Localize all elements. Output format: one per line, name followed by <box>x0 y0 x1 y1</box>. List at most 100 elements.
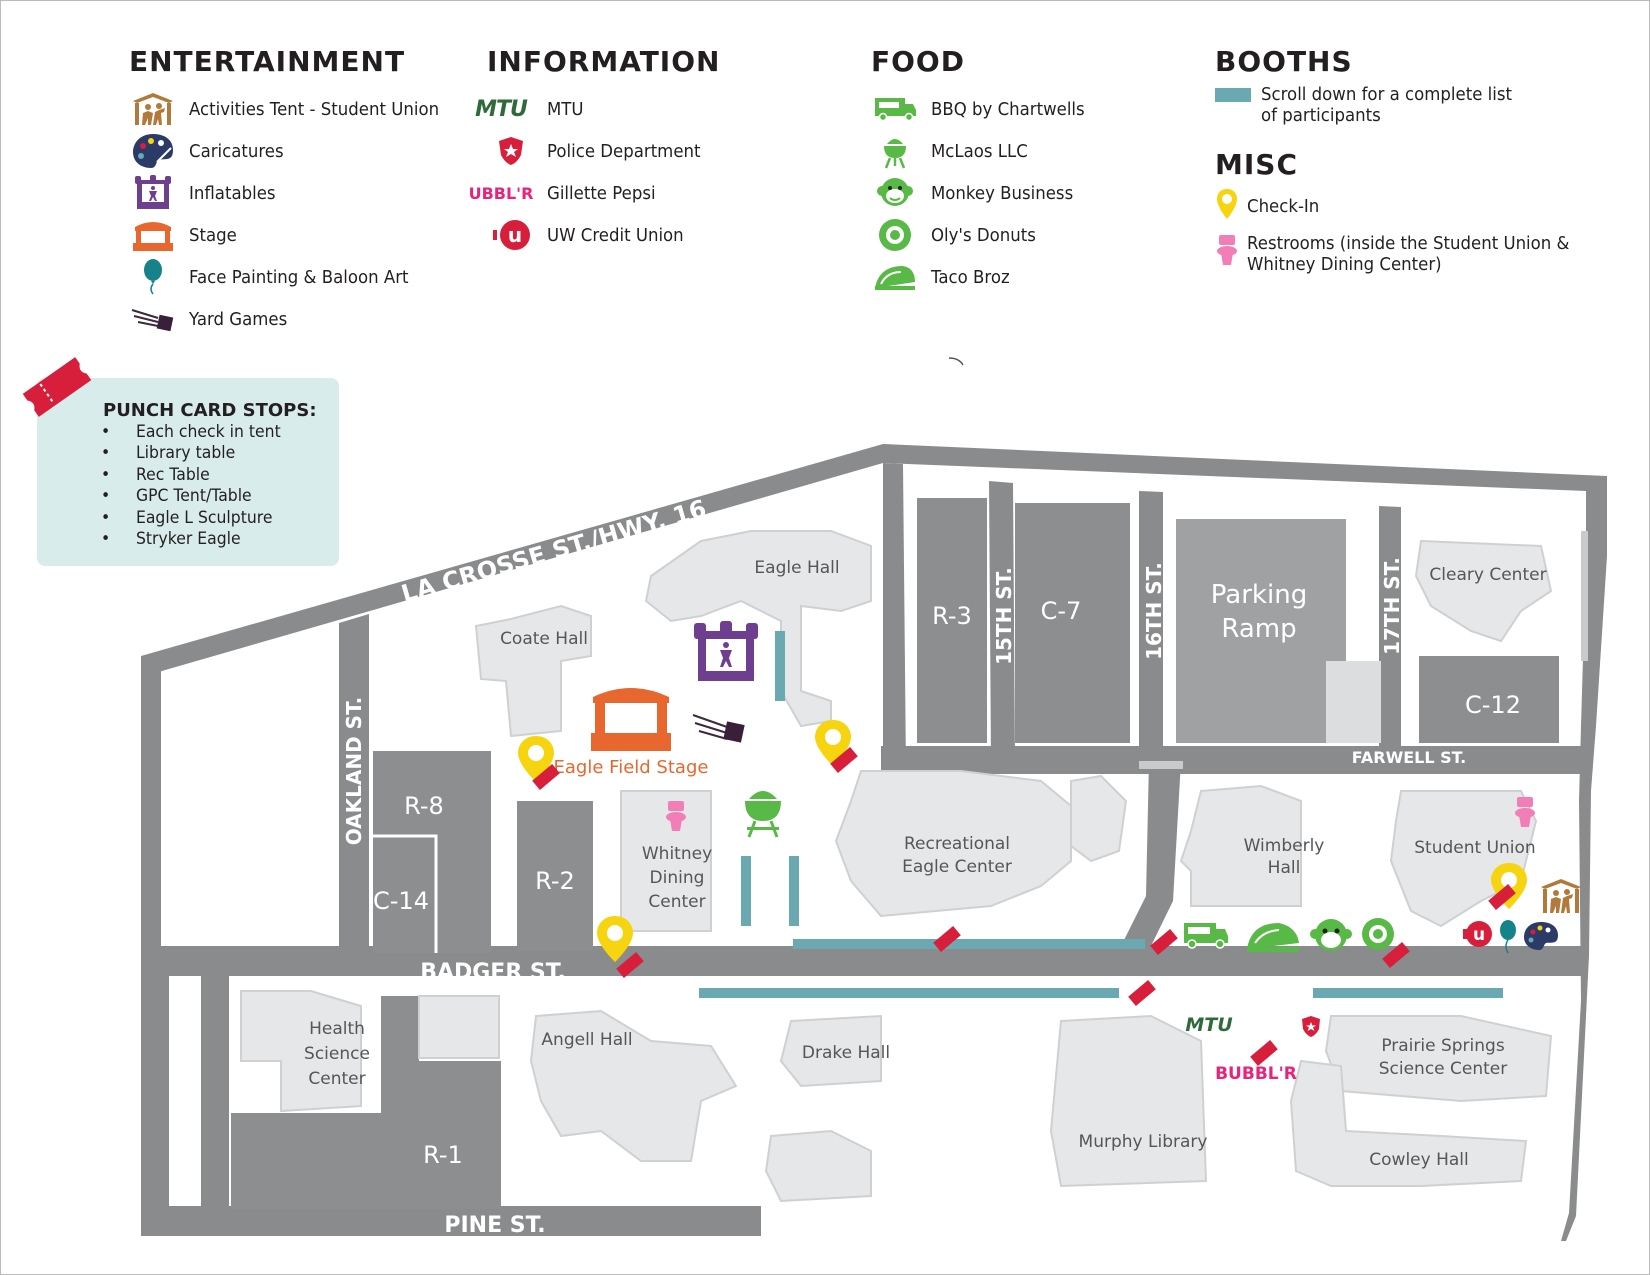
label-rec-1: Recreational <box>904 834 1010 854</box>
building-wimberly <box>1179 784 1302 907</box>
building-murphy-library <box>1049 1014 1208 1188</box>
taco-marker <box>1247 923 1299 952</box>
mtu-logo-marker: MTU <box>1185 1014 1233 1036</box>
legend-item-mclaos: McLaos LLC <box>871 130 1098 172</box>
food-truck-marker <box>1184 923 1228 949</box>
legend-item-booths: Scroll down for a complete list of parti… <box>1215 84 1598 126</box>
label-wimberly-2: Hall <box>1268 858 1301 878</box>
road-farwell <box>881 746 1587 774</box>
punch-card-stop: Each check in tent <box>101 422 281 443</box>
parking-ramp-label-2: Ramp <box>1221 614 1296 644</box>
booths-text: Scroll down for a complete list of parti… <box>1261 84 1512 126</box>
roads <box>141 444 1607 1241</box>
punch-card-stop: Eagle L Sculpture <box>101 508 281 529</box>
road-badger <box>141 946 1586 976</box>
label-drake: Drake Hall <box>802 1043 890 1063</box>
legend-label: Monkey Business <box>931 182 1074 204</box>
legend-item-police: Police Department <box>487 130 720 172</box>
ticket-markers <box>532 747 1516 1066</box>
legend-label: MTU <box>547 98 584 120</box>
lot-c12-label: C-12 <box>1465 691 1521 719</box>
lot-c14-label: C-14 <box>373 887 429 915</box>
lot-c7 <box>1015 503 1130 743</box>
grill-marker <box>745 791 781 838</box>
label-whitney-2: Dining <box>650 868 705 888</box>
booth-row <box>699 988 1119 998</box>
legend-label: BBQ by Chartwells <box>931 98 1085 120</box>
mtu-logo-text: MTU <box>475 96 528 122</box>
checkin-pin-icon <box>1215 187 1247 226</box>
legend-label: Activities Tent - Student Union <box>189 98 440 120</box>
ticket-icon <box>1128 980 1156 1006</box>
legend-entertainment: ENTERTAINMENT Activities Tent - Student … <box>129 45 461 340</box>
ticket-icon <box>1250 1040 1278 1066</box>
label-health-2: Science <box>304 1044 370 1064</box>
label-whitney-1: Whitney <box>642 844 712 864</box>
lot-r3 <box>917 498 987 743</box>
booth-row <box>789 856 799 926</box>
label-cleary: Cleary Center <box>1429 565 1546 585</box>
building-health-science-annex <box>418 995 500 1059</box>
ticket-icon <box>830 747 858 773</box>
legend-item-mtu: MTU MTU <box>475 88 720 130</box>
building-cleary <box>1414 539 1553 643</box>
lot-r2-label: R-2 <box>535 867 575 895</box>
legend-item-gillette-pepsi: UBBL'R Gillette Pepsi <box>469 172 720 214</box>
building-eagle-hall <box>644 530 872 728</box>
road-pine-connector <box>201 976 229 1211</box>
restrooms-text-line1: Restrooms (inside the Student Union & <box>1247 233 1570 254</box>
bubblr-logo-marker: BUBBL'R <box>1215 1064 1297 1084</box>
monkey-marker <box>1310 919 1352 951</box>
legend-information: INFORMATION MTU MTU Police Department UB… <box>469 45 720 256</box>
legend-food: FOOD BBQ by Chartwells McLaos LLC Monkey… <box>871 45 1098 298</box>
road-17th <box>1379 506 1401 761</box>
legend-misc-title: MISC <box>1215 148 1298 181</box>
parking-ramp-stairs <box>1326 661 1381 743</box>
street-pine: PINE ST. <box>444 1213 545 1238</box>
street-15th: 15TH ST. <box>992 567 1016 665</box>
road-oakland <box>339 614 369 951</box>
restroom-icon <box>1215 233 1247 274</box>
legend-label: Gillette Pepsi <box>547 182 656 204</box>
label-prairie-1: Prairie Springs <box>1381 1036 1505 1056</box>
ticket-icon <box>933 926 961 952</box>
road-15th-west <box>883 463 906 771</box>
inflatable-marker <box>694 621 758 681</box>
legend-label: Police Department <box>547 140 701 162</box>
street-16th: 16TH ST. <box>1142 562 1166 660</box>
punch-card-box: PUNCH CARD STOPS: Each check in tent Lib… <box>37 378 339 566</box>
building-cowley-hall <box>1289 1059 1528 1187</box>
lot-r8-label: R-8 <box>404 792 444 820</box>
legend-label: Caricatures <box>189 140 284 162</box>
punch-card-stop: Stryker Eagle <box>101 529 281 550</box>
label-prairie-2: Science Center <box>1379 1059 1508 1079</box>
building-drake-annex <box>764 1129 872 1203</box>
legend-item-bbq: BBQ by Chartwells <box>871 88 1098 130</box>
legend-entertainment-title: ENTERTAINMENT <box>129 45 406 78</box>
yard-games-icon <box>129 300 177 338</box>
lot-r8 <box>373 751 491 953</box>
mtu-logo-icon: MTU <box>467 90 535 128</box>
legend-label: Oly's Donuts <box>931 224 1036 246</box>
legend-item-checkin: Check-In <box>1215 187 1598 225</box>
label-cowley: Cowley Hall <box>1369 1150 1468 1170</box>
legend-label: Face Painting & Baloon Art <box>189 266 409 288</box>
legend-item-yard-games: Yard Games <box>129 298 461 340</box>
restrooms-text: Restrooms (inside the Student Union & Wh… <box>1247 233 1569 275</box>
lot-r1-label: R-1 <box>423 1141 463 1169</box>
bounce-house-icon <box>129 174 177 212</box>
ticket-icon <box>616 952 644 978</box>
road-median-east <box>1581 531 1588 661</box>
legend-item-olys-donuts: Oly's Donuts <box>871 214 1098 256</box>
street-17th: 17TH ST. <box>1380 557 1404 655</box>
decorative-mark <box>948 357 964 366</box>
balloon-icon <box>129 258 177 296</box>
booth-row <box>741 856 751 926</box>
label-student-union: Student Union <box>1414 838 1535 858</box>
building-rec-center <box>834 770 1072 918</box>
ticket-icon <box>532 764 560 790</box>
legend-item-activities-tent: Activities Tent - Student Union <box>129 88 461 130</box>
activities-tent-marker <box>1541 879 1581 913</box>
